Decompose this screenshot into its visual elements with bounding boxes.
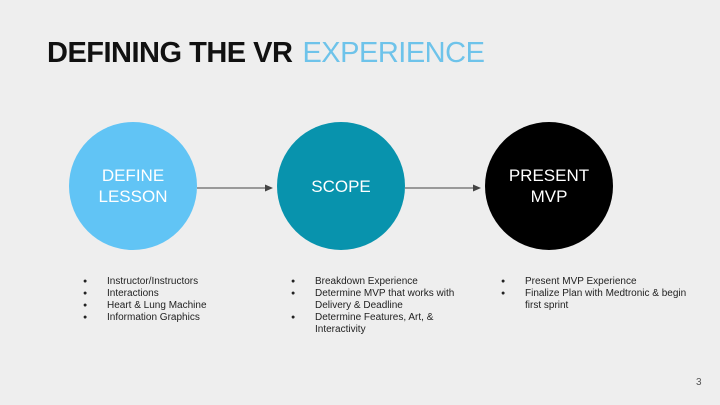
arrow-right-icon <box>197 184 273 192</box>
step-circle-define-lesson: DEFINE LESSON <box>69 122 197 250</box>
step-label-present-mvp: PRESENT MVP <box>508 166 590 206</box>
present-mvp-bullet-list: Present MVP Experience Finalize Plan wit… <box>501 276 701 312</box>
bullet-item: Finalize Plan with Medtronic & begin fir… <box>501 288 701 312</box>
bullet-item: Present MVP Experience <box>501 276 701 288</box>
step-label-define-lesson: DEFINE LESSON <box>98 166 168 206</box>
step-circle-scope: SCOPE <box>277 122 405 250</box>
bullet-item: Breakdown Experience <box>291 276 481 288</box>
arrow-right-icon <box>405 184 481 192</box>
step-label-scope: SCOPE <box>311 176 371 196</box>
title-bold-part: DEFINING THE VR <box>47 37 293 69</box>
bullet-item: Instructor/Instructors <box>83 276 253 288</box>
bullet-item: Information Graphics <box>83 312 253 324</box>
slide-title: DEFINING THE VR EXPERIENCE <box>47 36 485 70</box>
bullet-item: Interactions <box>83 288 253 300</box>
define-lesson-bullet-list: Instructor/Instructors Interactions Hear… <box>83 276 253 324</box>
scope-bullet-list: Breakdown Experience Determine MVP that … <box>291 276 481 336</box>
bullet-item: Determine Features, Art, & Interactivity <box>291 312 481 336</box>
bullet-item: Heart & Lung Machine <box>83 300 253 312</box>
title-accent-part: EXPERIENCE <box>302 37 485 69</box>
page-number: 3 <box>696 377 702 388</box>
step-circle-present-mvp: PRESENT MVP <box>485 122 613 250</box>
bullet-item: Determine MVP that works with Delivery &… <box>291 288 481 312</box>
